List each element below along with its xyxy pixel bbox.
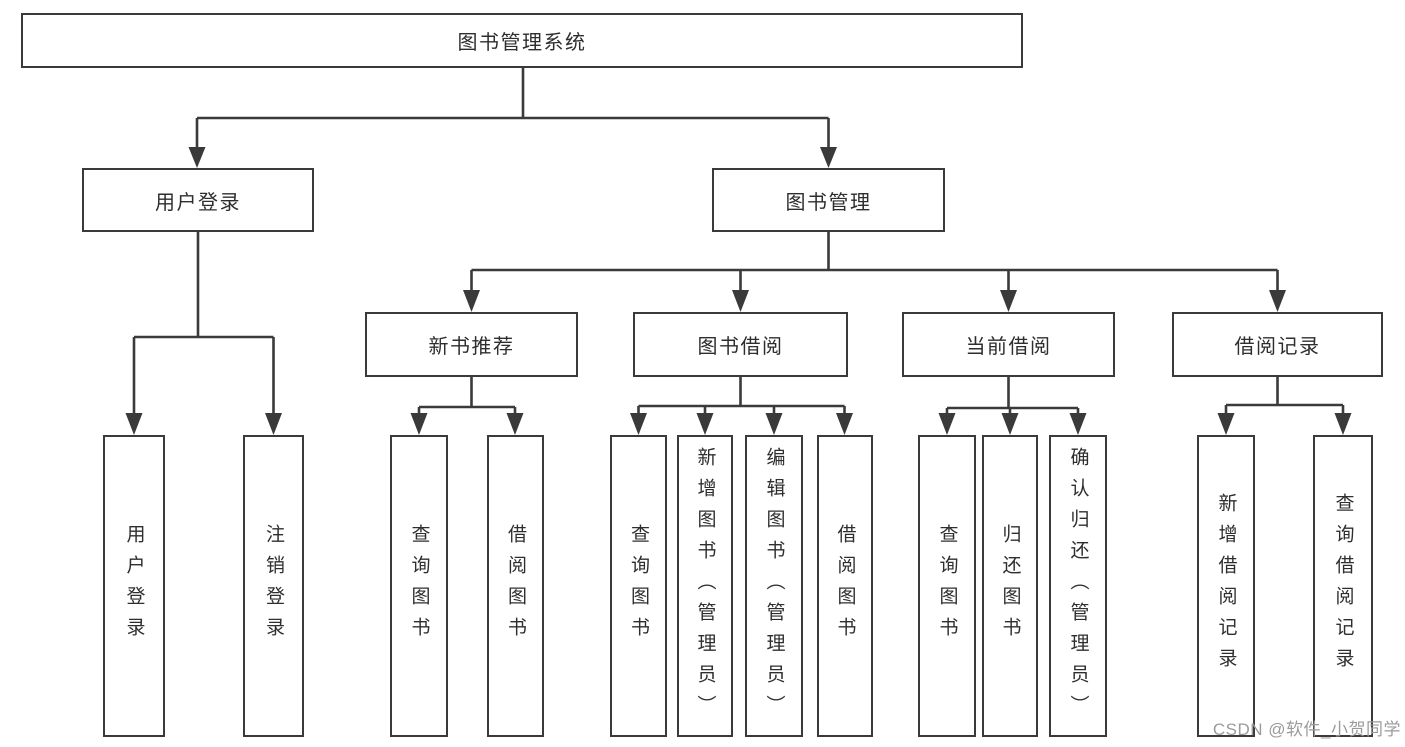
leaf-add-books-admin-label: 新增图书（管理员）: [694, 446, 716, 726]
leaf-user-login: 用户登录: [103, 435, 165, 737]
connector-user-login-to-leaves: [125, 232, 282, 435]
node-book-management-label: 图书管理: [785, 191, 872, 214]
leaf-confirm-return-admin: 确认归还（管理员）: [1049, 435, 1107, 737]
leaf-query-books-borrow-label: 查询图书: [628, 524, 649, 648]
node-new-book-recommend: 新书推荐: [365, 312, 578, 377]
node-book-management: 图书管理: [712, 168, 945, 232]
connector-current-borrow-to-leaves: [938, 377, 1087, 435]
node-borrow-records-label: 借阅记录: [1234, 336, 1321, 358]
leaf-confirm-return-admin-label: 确认归还（管理员）: [1067, 446, 1089, 726]
connector-book-borrow-to-leaves: [630, 377, 853, 435]
leaf-query-books-current: 查询图书: [918, 435, 976, 737]
node-library-system-label: 图书管理系统: [457, 32, 587, 54]
node-library-system: 图书管理系统: [21, 13, 1023, 68]
leaf-add-books-admin: 新增图书（管理员）: [677, 435, 733, 737]
node-new-book-recommend-label: 新书推荐: [428, 336, 515, 358]
node-current-borrow: 当前借阅: [902, 312, 1115, 377]
connector-book-mgmt-to-level3: [463, 232, 1286, 312]
leaf-query-books-recommend: 查询图书: [390, 435, 448, 737]
connector-new-rec-to-leaves: [410, 377, 524, 435]
leaf-edit-books-admin: 编辑图书（管理员）: [745, 435, 803, 737]
node-current-borrow-label: 当前借阅: [965, 336, 1052, 358]
leaf-query-borrow-record-label: 查询借阅记录: [1332, 493, 1354, 679]
leaf-user-login-label: 用户登录: [123, 524, 145, 648]
node-book-borrow: 图书借阅: [633, 312, 848, 377]
leaf-logout: 注销登录: [243, 435, 304, 737]
leaf-borrow-books-label: 借阅图书: [834, 524, 856, 648]
leaf-return-books-label: 归还图书: [999, 524, 1021, 648]
node-borrow-records: 借阅记录: [1172, 312, 1383, 377]
leaf-add-borrow-record-label: 新增借阅记录: [1215, 493, 1237, 679]
leaf-return-books: 归还图书: [982, 435, 1038, 737]
leaf-logout-label: 注销登录: [263, 524, 284, 648]
leaf-query-books-current-label: 查询图书: [936, 524, 958, 648]
connector-records-to-leaves: [1217, 377, 1352, 435]
leaf-add-borrow-record: 新增借阅记录: [1197, 435, 1255, 737]
leaf-query-books-borrow: 查询图书: [610, 435, 667, 737]
leaf-query-books-recommend-label: 查询图书: [408, 524, 430, 648]
node-user-login: 用户登录: [82, 168, 314, 232]
node-book-borrow-label: 图书借阅: [697, 336, 784, 358]
leaf-edit-books-admin-label: 编辑图书（管理员）: [763, 446, 785, 726]
csdn-watermark: CSDN @软件_小贺同学: [1212, 720, 1401, 739]
node-user-login-label: 用户登录: [155, 191, 241, 214]
leaf-borrow-books-recommend-label: 借阅图书: [505, 524, 526, 648]
leaf-borrow-books-recommend: 借阅图书: [487, 435, 544, 737]
connector-root-to-level2: [188, 68, 837, 168]
leaf-borrow-books: 借阅图书: [817, 435, 873, 737]
leaf-query-borrow-record: 查询借阅记录: [1313, 435, 1373, 737]
